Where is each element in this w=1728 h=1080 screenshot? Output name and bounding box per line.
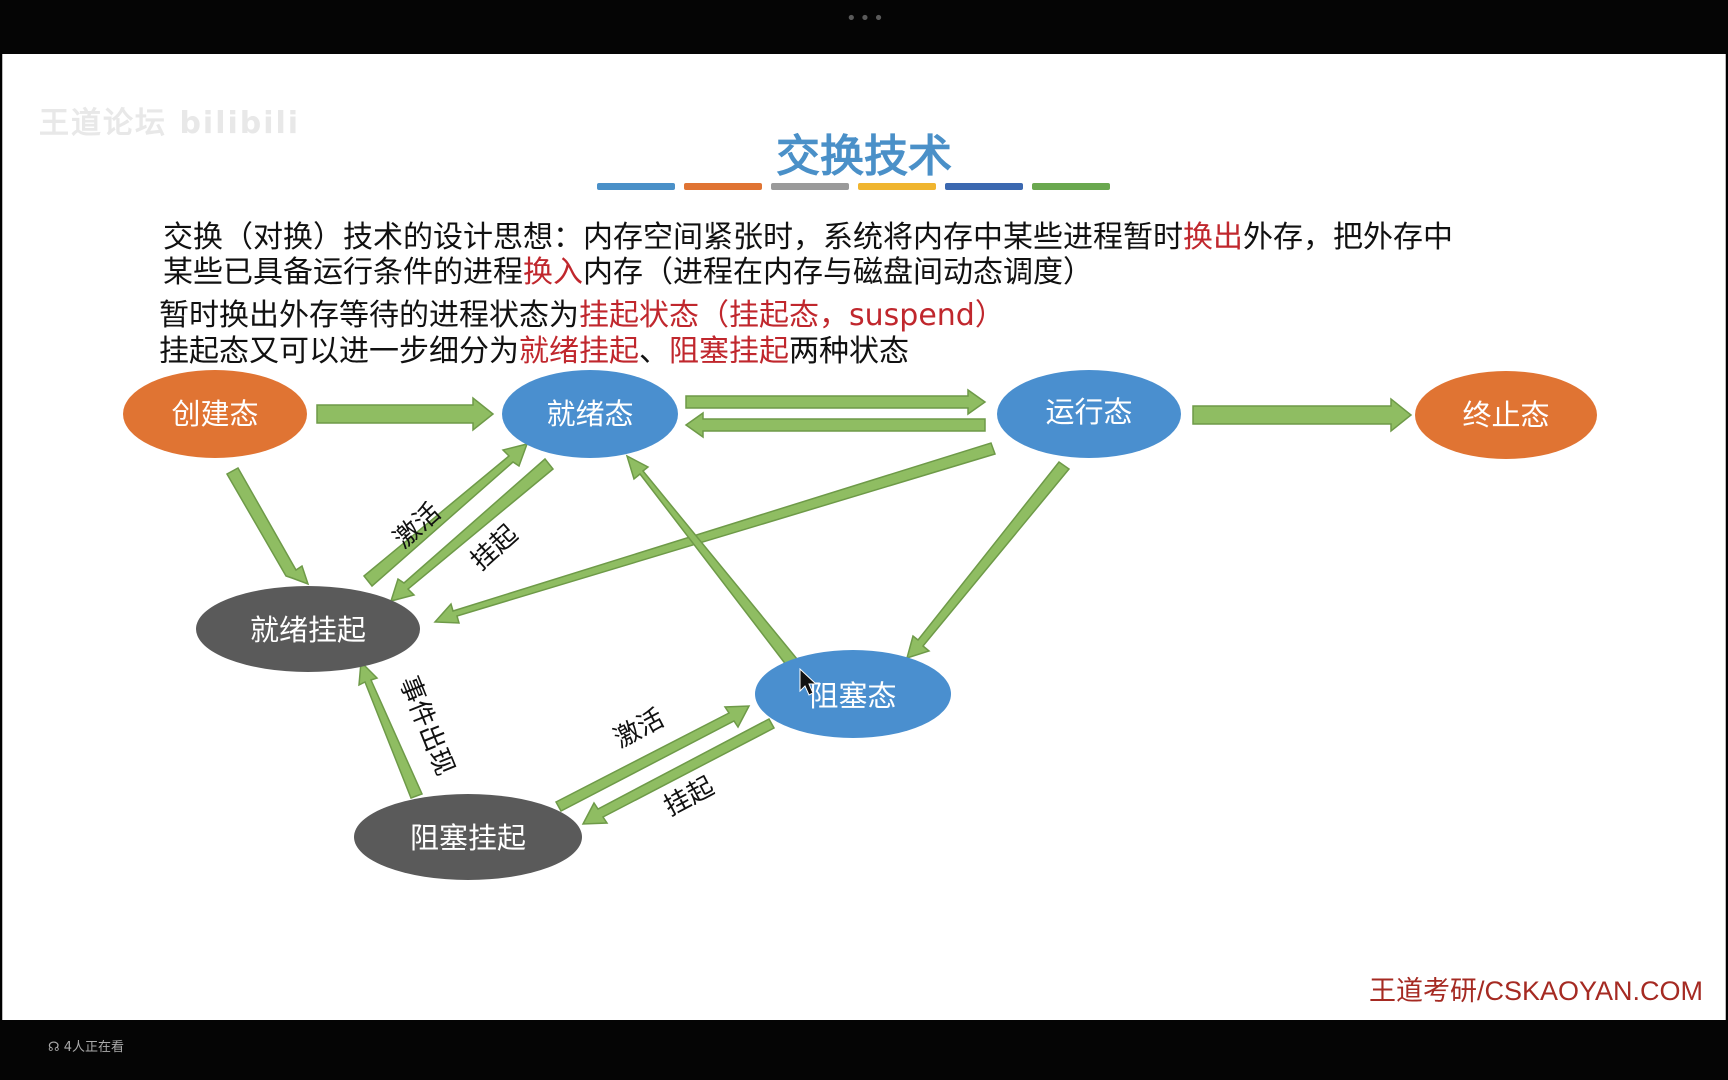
highlighted-text: 换出 [1183, 220, 1243, 255]
arrow-create-ready [316, 396, 495, 432]
state-diagram: 创建态 就绪态 运行态 终止态 就绪挂起 阻塞态 阻塞挂起 激活 挂起 事件出 [123, 370, 1597, 880]
arrow-running-terminate [1192, 397, 1413, 433]
title-color-bar [597, 183, 675, 190]
viewer-count-text: 4人正在看 [63, 1040, 124, 1055]
arrow-activate-blocked [554, 705, 751, 813]
footer-brand: 王道考研/CSKAOYAN.COM [1368, 976, 1703, 1006]
svg-text:阻塞挂起: 阻塞挂起 [410, 821, 526, 855]
text-line-2: 某些已具备运行条件的进程换入内存（进程在内存与磁盘间动态调度） [163, 247, 1093, 291]
slide: 王道论坛 bilibili 交换技术 交换（对换）技术的设计思想：内存空间紧张时… [2, 54, 1726, 1020]
highlighted-text: 换入 [523, 255, 583, 290]
text-line-1: 交换（对换）技术的设计思想：内存空间紧张时，系统将内存中某些进程暂时换出外存，把… [163, 212, 1453, 256]
node-blocked: 阻塞态 [755, 650, 951, 738]
node-ready: 就绪态 [502, 370, 678, 458]
arrow-blocked-ready [625, 454, 799, 668]
node-create: 创建态 [123, 370, 307, 458]
mouse-cursor-icon [799, 667, 818, 696]
title-color-bar [858, 183, 936, 190]
title-color-bars [597, 183, 1110, 190]
node-blocked-suspend: 阻塞挂起 [354, 794, 582, 880]
title-color-bar [1032, 183, 1110, 190]
highlighted-text: 阻塞挂起 [669, 334, 789, 369]
text-line-4: 挂起态又可以进一步细分为就绪挂起、阻塞挂起两种状态 [159, 326, 909, 370]
arrow-activate-ready [362, 442, 529, 588]
text-segment: 外存，把外存中 [1243, 220, 1453, 255]
label-activate-2: 激活 [609, 703, 669, 754]
arrow-running-ready [684, 411, 986, 439]
svg-text:就绪态: 就绪态 [546, 397, 633, 431]
text-segment: 、 [639, 334, 669, 369]
slide-title: 交换技术 [776, 131, 952, 182]
headphones-icon: ☊ [48, 1040, 60, 1055]
svg-text:阻塞态: 阻塞态 [809, 679, 896, 713]
svg-text:终止态: 终止态 [1462, 398, 1549, 432]
text-segment: 某些已具备运行条件的进程 [163, 255, 523, 290]
title-color-bar [771, 183, 849, 190]
title-color-bar [945, 183, 1023, 190]
arrow-running-readysuspend [433, 442, 996, 624]
highlighted-text: 挂起状态（挂起态，suspend） [579, 298, 1005, 333]
text-segment: 挂起态又可以进一步细分为 [159, 334, 519, 369]
arrow-suspend-readysuspend [389, 457, 555, 603]
text-segment: 交换（对换）技术的设计思想：内存空间紧张时，系统将内存中某些进程暂时 [163, 220, 1183, 255]
svg-text:就绪挂起: 就绪挂起 [250, 613, 366, 647]
node-running: 运行态 [997, 370, 1181, 458]
video-bottom-bar [0, 1020, 1728, 1080]
arrow-event-occurs [358, 660, 424, 799]
highlighted-text: 就绪挂起 [519, 334, 639, 369]
svg-text:创建态: 创建态 [171, 397, 258, 431]
arrow-ready-running [685, 388, 987, 416]
title-color-bar [684, 183, 762, 190]
arrow-create-readysuspend [225, 466, 310, 586]
arrow-suspend-blockedsuspend [581, 717, 776, 825]
viewer-count: ☊ 4人正在看 [48, 1036, 124, 1055]
text-segment: 暂时换出外存等待的进程状态为 [159, 298, 579, 333]
node-terminate: 终止态 [1415, 371, 1597, 459]
text-segment: 内存（进程在内存与磁盘间动态调度） [583, 255, 1093, 290]
video-top-bar: ••• [0, 0, 1728, 54]
arrow-running-blocked [905, 460, 1071, 660]
text-line-3: 暂时换出外存等待的进程状态为挂起状态（挂起态，suspend） [159, 290, 1005, 334]
watermark-logo: 王道论坛 bilibili [39, 106, 301, 141]
text-segment: 两种状态 [789, 334, 909, 369]
node-ready-suspend: 就绪挂起 [196, 586, 420, 672]
more-dots-icon[interactable]: ••• [846, 8, 887, 29]
label-activate-1: 激活 [388, 498, 447, 555]
svg-text:运行态: 运行态 [1045, 395, 1132, 429]
